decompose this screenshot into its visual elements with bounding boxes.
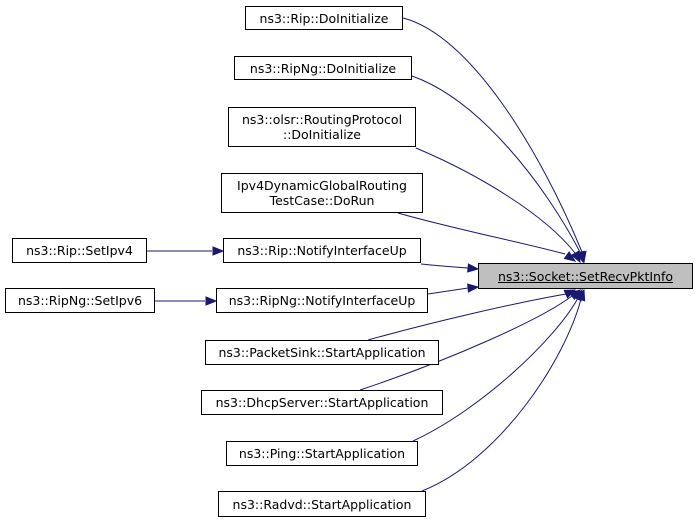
edge-rip-setipv4-rip-notify	[147, 246, 225, 256]
arrowhead	[467, 283, 480, 293]
arrowhead	[205, 296, 218, 306]
edge-ripng-notify-target	[427, 283, 480, 295]
node-packetsink-startapplication[interactable]: ns3::PacketSink::StartApplication	[205, 340, 439, 365]
arrowhead	[563, 251, 577, 262]
node-rip-notifyinterfaceup[interactable]: ns3::Rip::NotifyInterfaceUp	[223, 238, 421, 263]
node-radvd-startapplication[interactable]: ns3::Radvd::StartApplication	[218, 491, 426, 517]
edge-olsr-doinit-target	[415, 147, 581, 264]
node-ripng-doinitialize[interactable]: ns3::RipNg::DoInitialize	[234, 56, 412, 80]
node-ripng-notifyinterfaceup[interactable]: ns3::RipNg::NotifyInterfaceUp	[216, 288, 428, 313]
edge-ipv4dyn-target	[397, 212, 577, 262]
node-rip-doinitialize[interactable]: ns3::Rip::DoInitialize	[245, 6, 403, 30]
node-dhcpserver-startapplication[interactable]: ns3::DhcpServer::StartApplication	[201, 390, 443, 415]
node-socket-setrecvpktinfo: ns3::Socket::SetRecvPktInfo	[478, 263, 693, 289]
node-ipv4dynamicglobalrouting-testcase-dorun[interactable]: Ipv4DynamicGlobalRouting TestCase::DoRun	[221, 173, 423, 213]
arrowhead	[212, 246, 225, 256]
arrowhead	[576, 288, 586, 302]
node-olsr-routingprotocol-doinitialize[interactable]: ns3::olsr::RoutingProtocol ::DoInitializ…	[228, 107, 416, 147]
edge-ping-target	[412, 288, 583, 442]
arrowhead	[570, 250, 581, 264]
edge-radvd-target	[421, 288, 586, 492]
edge-rip-doinit-target	[402, 17, 587, 264]
node-rip-setipv4[interactable]: ns3::Rip::SetIpv4	[12, 238, 147, 263]
edge-rip-notify-target	[420, 263, 480, 273]
arrowhead	[467, 263, 480, 273]
node-ripng-setipv6[interactable]: ns3::RipNg::SetIpv6	[5, 288, 155, 313]
node-ping-startapplication[interactable]: ns3::Ping::StartApplication	[226, 441, 418, 466]
edge-ripng-setipv6-ripng-notify	[155, 296, 218, 306]
